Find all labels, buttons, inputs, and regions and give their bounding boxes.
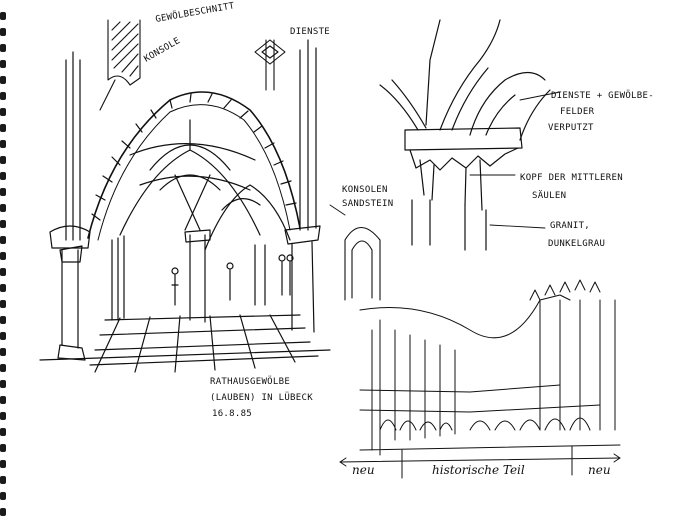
binding-ring — [0, 316, 6, 324]
binding-ring — [0, 268, 6, 276]
label-dienste: DIENSTE — [290, 27, 330, 37]
binding-ring — [0, 412, 6, 420]
label-dienste-gewoelbe-2: FELDER — [560, 107, 595, 117]
binding-ring — [0, 188, 6, 196]
binding-ring — [0, 156, 6, 164]
label-kopf-2: SÄULEN — [532, 190, 566, 201]
dienste-detail — [254, 39, 286, 91]
binding-ring — [0, 28, 6, 36]
binding-ring — [0, 492, 6, 500]
binding-ring — [0, 204, 6, 212]
capital-detail — [379, 19, 551, 251]
label-dienste-gewoelbe-1: DIENSTE + GEWÖLBE- — [551, 90, 654, 101]
binding-ring — [0, 284, 6, 292]
binding-ring — [0, 12, 6, 20]
binding-ring — [0, 300, 6, 308]
binding-ring — [0, 92, 6, 100]
konsole-arch-detail — [344, 226, 381, 301]
dimension-label-right: neu — [588, 463, 611, 477]
binding-ring — [0, 380, 6, 388]
binding-ring — [0, 76, 6, 84]
binding-ring — [0, 364, 6, 372]
binding-ring — [0, 476, 6, 484]
binding-ring — [0, 460, 6, 468]
binding-ring — [0, 236, 6, 244]
binding-ring — [0, 44, 6, 52]
binding-ring — [0, 396, 6, 404]
vault-drawing — [39, 39, 331, 373]
label-granit-1: GRANIT, — [550, 221, 590, 231]
label-konsole: KONSOLE — [143, 36, 183, 65]
caption-date: 16.8.85 — [212, 409, 252, 419]
wall-section-detail — [99, 19, 141, 111]
binding-ring — [0, 252, 6, 260]
binding-ring — [0, 348, 6, 356]
leader-lines — [329, 91, 561, 229]
binding-ring — [0, 140, 6, 148]
dimension-label-center: historische Teil — [432, 463, 525, 477]
binding-ring — [0, 444, 6, 452]
caption-line-2: (LAUBEN) IN LÜBECK — [210, 392, 313, 403]
arcade-perspective — [339, 279, 621, 479]
spiral-binding — [0, 12, 6, 516]
label-konsolen-1: KONSOLEN — [342, 185, 388, 195]
binding-ring — [0, 108, 6, 116]
caption-line-1: RATHAUSGEWÖLBE — [210, 376, 290, 387]
binding-ring — [0, 220, 6, 228]
binding-ring — [0, 172, 6, 180]
label-kopf-1: KOPF DER MITTLEREN — [520, 173, 623, 183]
binding-ring — [0, 124, 6, 132]
dimension-label-left: neu — [352, 463, 375, 477]
binding-ring — [0, 428, 6, 436]
binding-ring — [0, 60, 6, 68]
label-granit-2: DUNKELGRAU — [548, 239, 605, 249]
binding-ring — [0, 332, 6, 340]
binding-ring — [0, 508, 6, 516]
label-dienste-gewoelbe-3: VERPUTZT — [548, 123, 594, 133]
label-gewoelbeschnitt: GEWÖLBESCHNITT — [155, 0, 236, 25]
label-konsolen-2: SANDSTEIN — [342, 199, 393, 209]
